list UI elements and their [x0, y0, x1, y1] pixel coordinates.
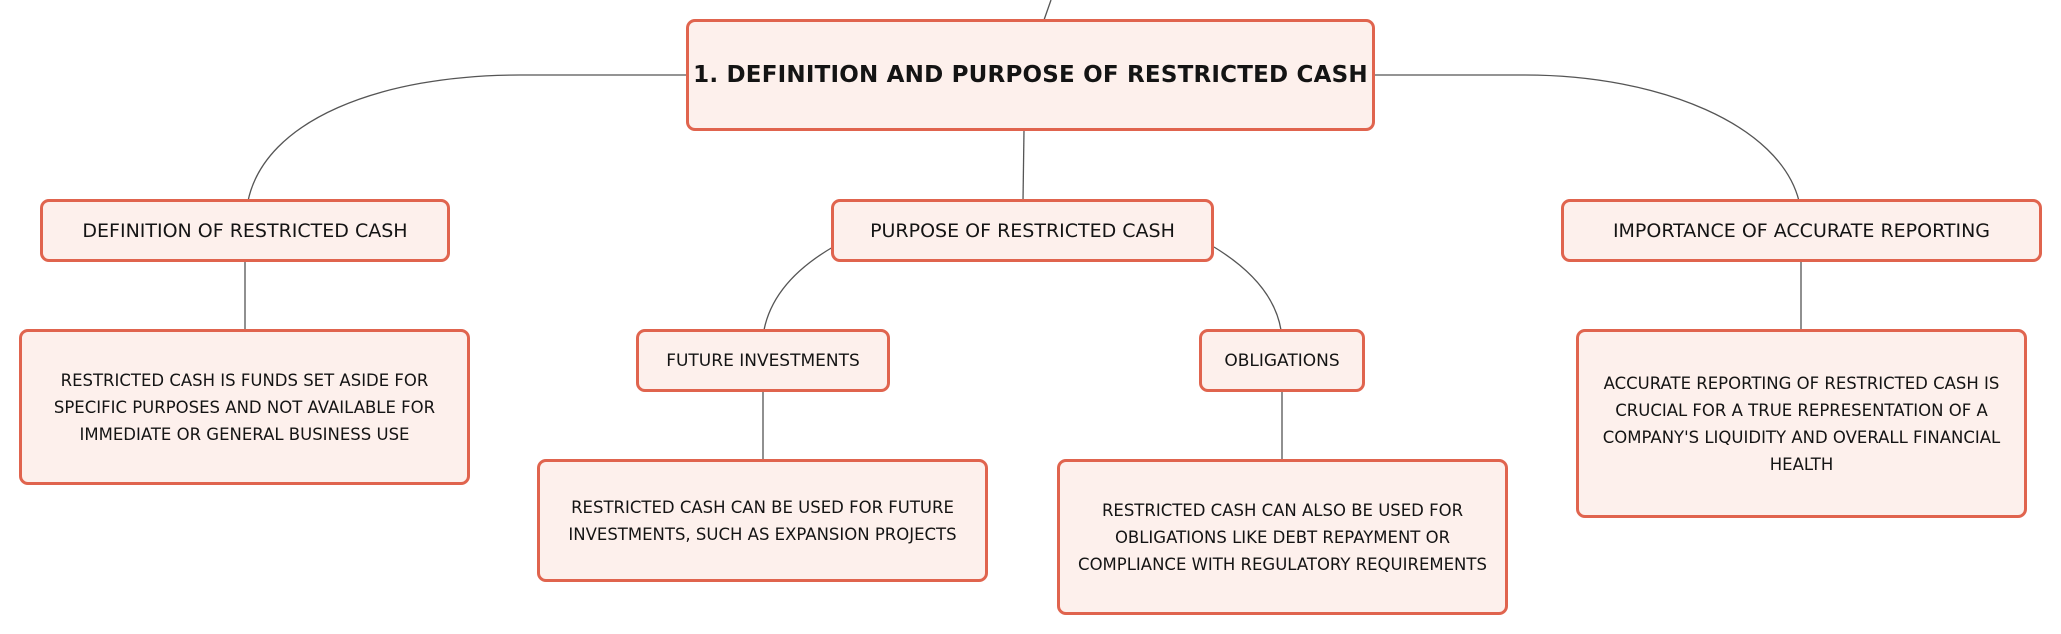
- future-investments-detail-node[interactable]: RESTRICTED CASH CAN BE USED FOR FUTURE I…: [537, 459, 988, 582]
- purpose-node[interactable]: PURPOSE OF RESTRICTED CASH: [831, 199, 1214, 262]
- future-investments-label: FUTURE INVESTMENTS: [666, 350, 860, 371]
- future-investments-detail-text: RESTRICTED CASH CAN BE USED FOR FUTURE I…: [568, 497, 957, 544]
- connector-root-parent: [1043, 0, 1052, 21]
- obligations-node[interactable]: OBLIGATIONS: [1199, 329, 1365, 392]
- definition-node[interactable]: DEFINITION OF RESTRICTED CASH: [40, 199, 450, 262]
- obligations-detail-node[interactable]: RESTRICTED CASH CAN ALSO BE USED FOR OBL…: [1057, 459, 1508, 615]
- connector-root-definition: [247, 74, 689, 202]
- definition-node-label: DEFINITION OF RESTRICTED CASH: [82, 219, 408, 242]
- obligations-detail-text: RESTRICTED CASH CAN ALSO BE USED FOR OBL…: [1078, 500, 1487, 574]
- definition-detail-text: RESTRICTED CASH IS FUNDS SET ASIDE FOR S…: [53, 370, 436, 444]
- root-node-label: 1. DEFINITION AND PURPOSE OF RESTRICTED …: [693, 62, 1368, 88]
- importance-node[interactable]: IMPORTANCE OF ACCURATE REPORTING: [1561, 199, 2042, 262]
- connector-root-purpose: [1022, 129, 1025, 202]
- definition-detail-node[interactable]: RESTRICTED CASH IS FUNDS SET ASIDE FOR S…: [19, 329, 470, 485]
- connector-purpose-obligations: [1213, 246, 1282, 331]
- purpose-node-label: PURPOSE OF RESTRICTED CASH: [870, 219, 1175, 242]
- importance-node-label: IMPORTANCE OF ACCURATE REPORTING: [1612, 219, 1991, 242]
- future-investments-node[interactable]: FUTURE INVESTMENTS: [636, 329, 890, 392]
- connector-purpose-future: [763, 246, 834, 331]
- importance-detail-node[interactable]: ACCURATE REPORTING OF RESTRICTED CASH IS…: [1576, 329, 2027, 518]
- connector-root-importance: [1374, 74, 1800, 202]
- importance-detail-text: ACCURATE REPORTING OF RESTRICTED CASH IS…: [1602, 373, 2001, 474]
- root-node[interactable]: 1. DEFINITION AND PURPOSE OF RESTRICTED …: [686, 19, 1375, 131]
- obligations-label: OBLIGATIONS: [1224, 350, 1340, 371]
